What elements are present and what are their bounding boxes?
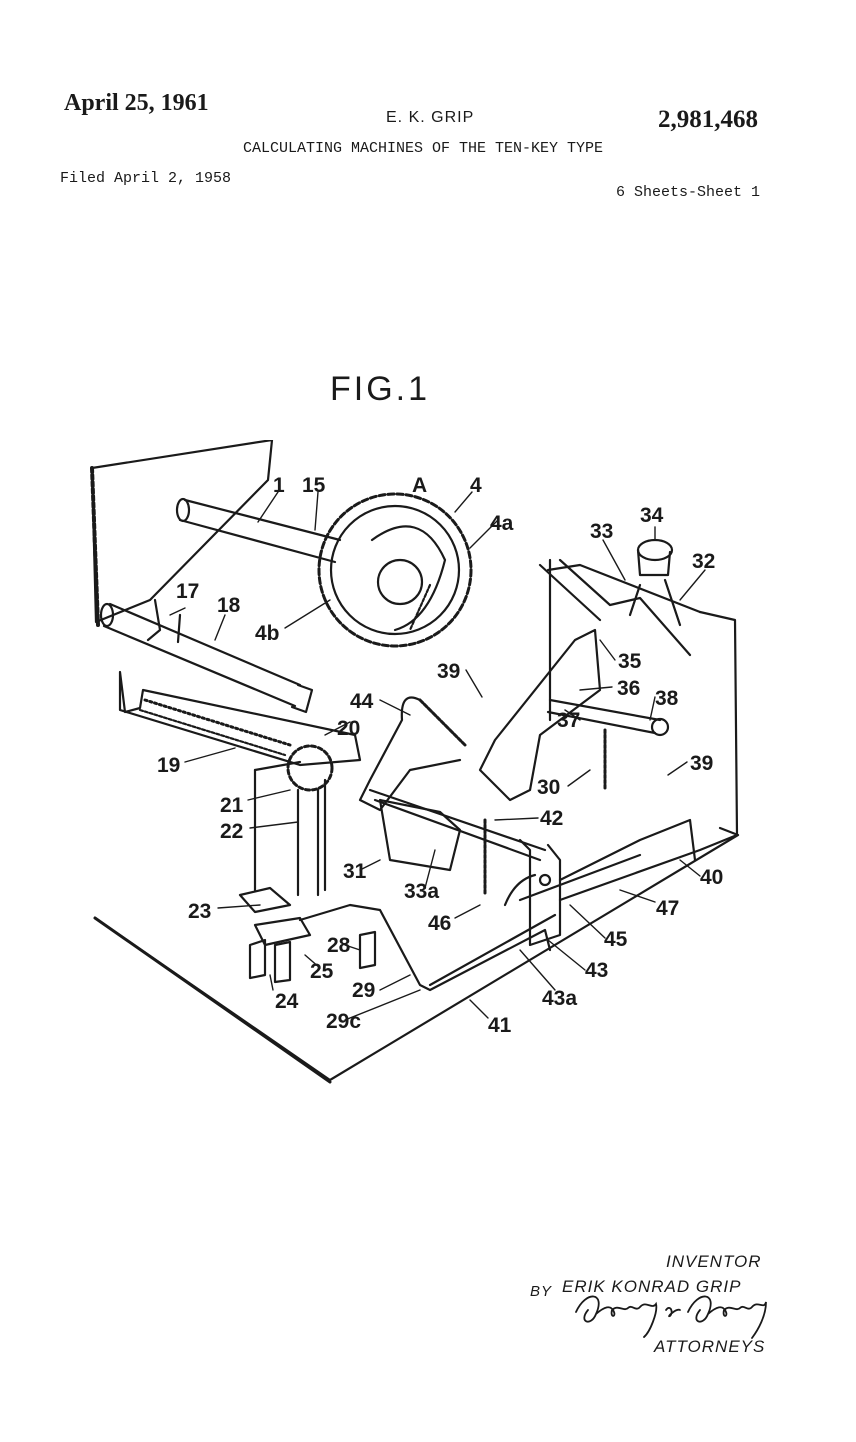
ref-label-23: 23 [188, 900, 211, 923]
ref-label-42: 42 [540, 807, 563, 830]
ref-label-21: 21 [220, 794, 244, 817]
gear-21 [253, 744, 334, 897]
ref-label-29: 29 [352, 979, 375, 1002]
ref-label-29c: 29c [326, 1010, 361, 1033]
bracket-17 [146, 598, 182, 644]
patent-number: 2,981,468 [658, 106, 758, 133]
ref-label-33: 33 [590, 520, 613, 543]
rack-20 [118, 670, 362, 767]
ref-label-36: 36 [617, 677, 640, 700]
ref-label-32: 32 [692, 550, 715, 573]
ref-label-24: 24 [275, 990, 299, 1013]
frame-47 [558, 818, 697, 882]
ref-label-15: 15 [302, 474, 326, 497]
inventor-short-name: E. K. GRIP [386, 109, 475, 126]
lever-29 [298, 903, 552, 992]
link-42 [368, 788, 547, 862]
reference-labels: 1 15 A 4 4a 34 33 32 17 18 4b 35 39 36 4… [157, 474, 723, 1037]
shaft-1 [175, 497, 342, 564]
ref-label-28: 28 [327, 934, 351, 957]
leader-lines [169, 491, 706, 1021]
ref-label-A: A [412, 474, 427, 497]
ref-label-22: 22 [220, 820, 243, 843]
ref-label-20: 20 [337, 717, 360, 740]
ref-label-44: 44 [350, 690, 374, 713]
side-frame [558, 610, 739, 902]
bracket-43 [518, 838, 562, 947]
ref-label-45: 45 [604, 928, 628, 951]
inventor-heading: INVENTOR [666, 1252, 762, 1271]
ref-label-46: 46 [428, 912, 451, 935]
shaft-38 [546, 698, 662, 735]
ref-label-43a: 43a [542, 987, 577, 1010]
ref-label-25: 25 [310, 960, 334, 983]
base-plate [93, 826, 740, 1082]
key-lever-33 [538, 538, 692, 657]
by-label: BY [530, 1283, 553, 1300]
link-41 [428, 913, 557, 987]
ref-label-37: 37 [557, 709, 580, 732]
block-33a [378, 798, 462, 872]
ref-label-30: 30 [537, 776, 560, 799]
ref-label-17: 17 [176, 580, 199, 603]
ref-label-34: 34 [640, 504, 664, 527]
ref-label-19: 19 [157, 754, 180, 777]
lever-36 [478, 628, 602, 802]
filed-date: Filed April 2, 1958 [60, 170, 232, 187]
sheet-number: 6 Sheets-Sheet 1 [616, 184, 761, 201]
gear-4 [317, 492, 473, 648]
ref-label-39a: 39 [437, 660, 460, 683]
ref-label-33a: 33a [404, 880, 439, 903]
ref-label-39b: 39 [690, 752, 713, 775]
ref-label-4b: 4b [255, 622, 280, 645]
mechanism-drawing: 1 15 A 4 4a 34 33 32 17 18 4b 35 39 36 4… [90, 440, 740, 1084]
ref-label-38: 38 [655, 687, 679, 710]
inventor-full-name: ERIK KONRAD GRIP [562, 1277, 742, 1296]
patent-date: April 25, 1961 [64, 90, 209, 116]
ref-label-35: 35 [618, 650, 642, 673]
ref-label-41: 41 [488, 1014, 512, 1037]
figure-caption: FIG.1 [330, 370, 431, 408]
patent-title: CALCULATING MACHINES OF THE TEN-KEY TYPE [243, 140, 604, 157]
shaft-18 [99, 602, 314, 714]
ref-label-4: 4 [470, 474, 482, 497]
attorney-signature [575, 1295, 767, 1339]
ref-label-1: 1 [273, 474, 285, 497]
ref-label-4a: 4a [490, 512, 514, 535]
ref-label-31: 31 [343, 860, 367, 883]
ref-label-43: 43 [585, 959, 608, 982]
ref-label-47: 47 [656, 897, 679, 920]
attorneys-label: ATTORNEYS [654, 1337, 766, 1356]
pin-group [238, 886, 377, 984]
ref-label-40: 40 [700, 866, 723, 889]
ref-label-18: 18 [217, 594, 241, 617]
